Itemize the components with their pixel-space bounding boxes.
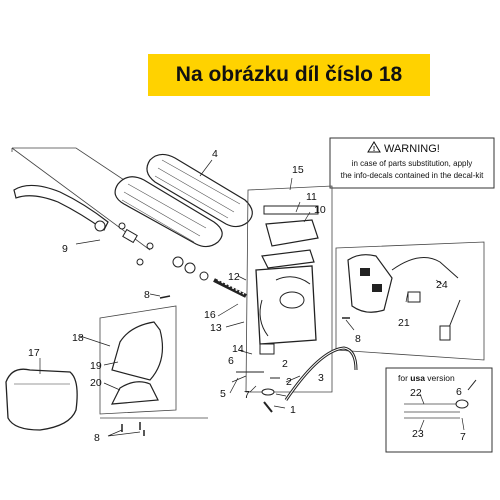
label-21: 21 [398,317,410,329]
warning-box: ! WARNING! in case of parts substitution… [329,137,495,189]
master-cylinder [255,205,319,345]
label-18: 18 [72,332,84,344]
label-14: 14 [232,343,244,355]
warning-title: WARNING! [384,143,440,155]
usa-version-box: for usa version [385,367,493,453]
banner-text: Na obrázku díl číslo 18 [175,63,403,86]
label-22: 22 [410,387,422,399]
label-11: 11 [306,191,317,203]
label-9: 9 [62,243,68,255]
label-6: 6 [228,355,234,367]
label-20: 20 [90,377,102,389]
handlebar-cover [5,368,78,431]
usa-bold: usa [410,373,425,383]
label-5: 5 [220,388,226,400]
brake-switch [347,254,461,341]
warning-triangle-icon [367,141,381,153]
svg-text:for usa version: for usa version [398,373,455,383]
label-4: 4 [212,148,218,160]
label-7-usa: 7 [460,431,466,443]
lever-guard [110,321,163,405]
handlebar-grips [114,153,253,248]
brake-lever [13,184,144,266]
label-24: 24 [436,279,448,291]
label-12: 12 [228,271,240,283]
label-23: 23 [412,428,424,440]
label-13: 13 [210,322,222,334]
usa-prefix: for [398,373,410,383]
banjo-fittings [236,343,280,413]
usa-suffix: version [425,373,455,383]
label-1: 1 [290,404,296,416]
label-17: 17 [28,347,40,359]
label-6-usa: 6 [456,386,462,398]
svg-text:!: ! [373,146,375,153]
label-19: 19 [90,360,102,372]
label-8-top: 8 [144,289,150,301]
warning-line-2: the info-decals contained in the decal-k… [341,171,485,180]
warning-line-1: in case of parts substitution, apply [352,159,473,168]
part-labels: 4 15 11 10 9 12 8 8 16 13 14 18 19 20 17… [28,148,466,444]
label-8-bottom: 8 [94,432,100,444]
label-8-right: 8 [355,333,361,345]
part-number-banner: Na obrázku díl číslo 18 [148,54,430,96]
label-3: 3 [318,372,324,384]
axle-hardware [122,228,247,298]
label-7: 7 [244,389,250,401]
label-16: 16 [204,309,216,321]
leader-lines [39,159,465,437]
label-10: 10 [314,204,326,216]
label-15: 15 [292,164,304,176]
label-2-upper: 2 [282,358,288,370]
label-2-lower: 2 [286,376,292,388]
